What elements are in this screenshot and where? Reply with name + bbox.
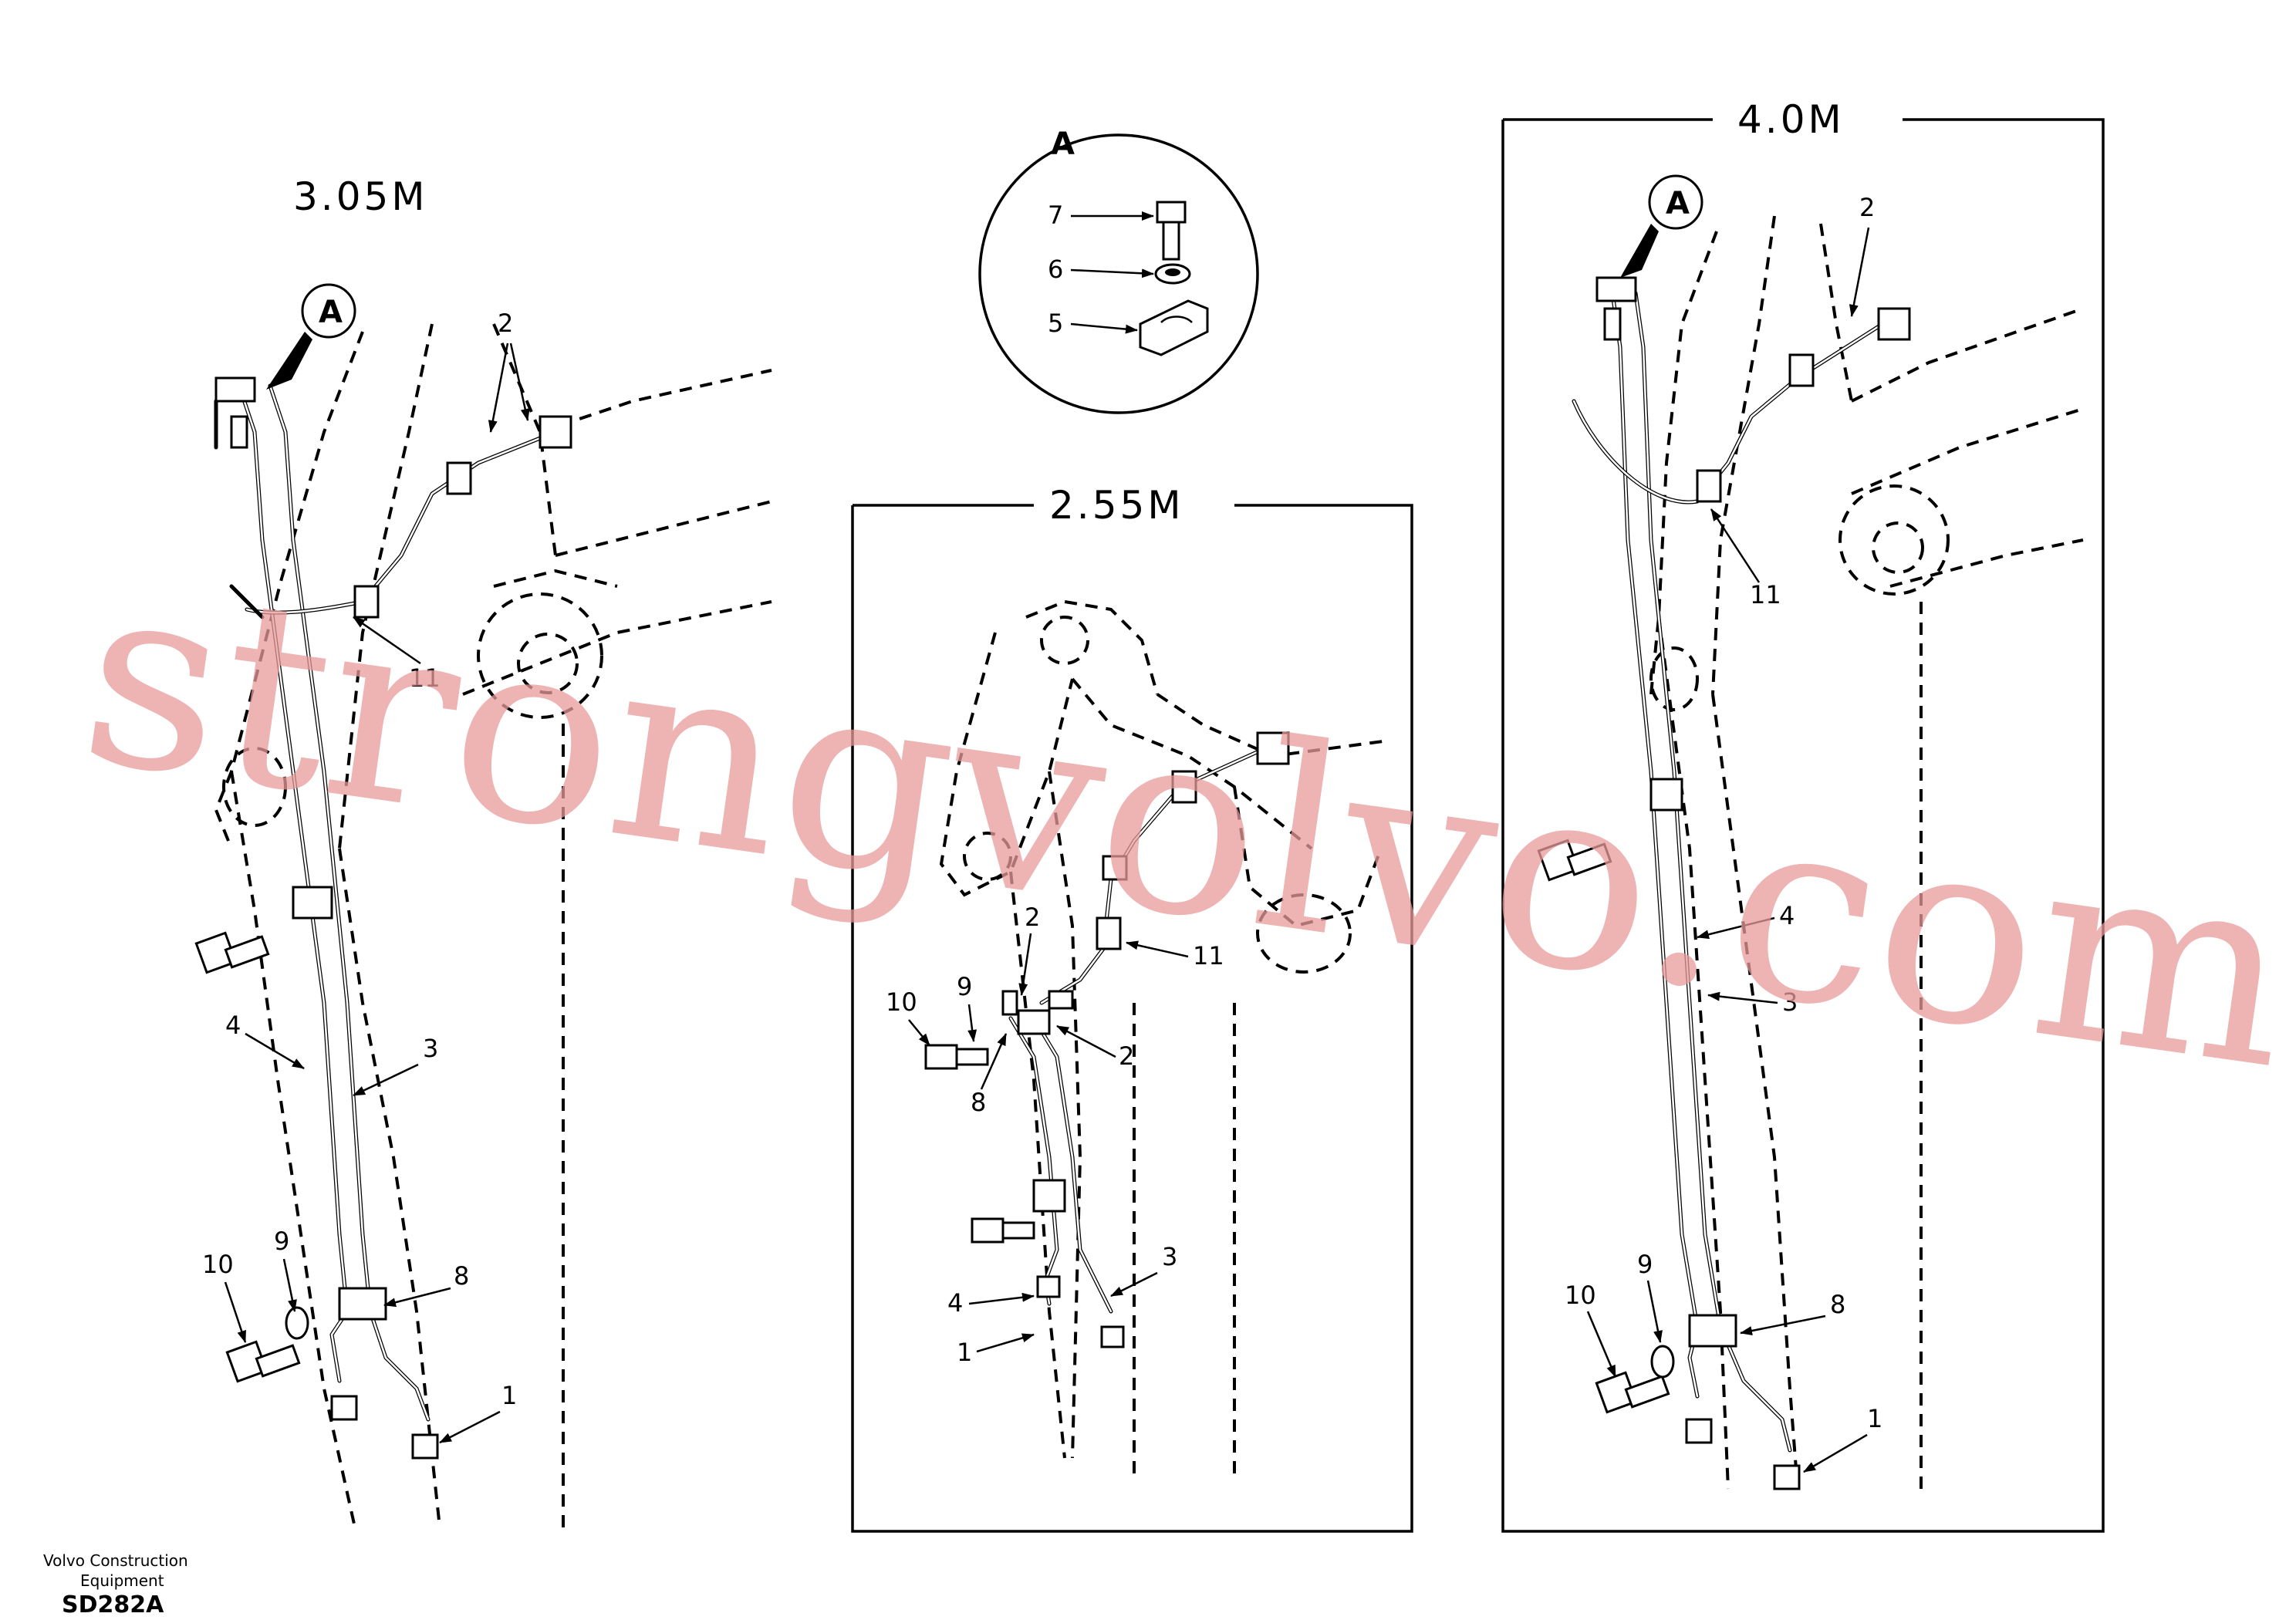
footer-drawing-code: SD282A (62, 1591, 164, 1618)
view-2-55m: 2.55M (851, 483, 1413, 1533)
callout-right-2: 2 (1859, 193, 1875, 222)
detail-callout-6: 6 (1048, 255, 1063, 284)
callout-middle-10: 10 (886, 987, 917, 1017)
callout-right-8: 8 (1830, 1290, 1845, 1319)
callout-middle-11: 11 (1193, 941, 1224, 970)
callout-middle-2-bottom: 2 (1119, 1041, 1134, 1071)
marker-a-right-label: A (1666, 186, 1690, 221)
pipe-assembly-middle (924, 731, 1290, 1348)
callout-left-9: 9 (274, 1227, 289, 1256)
callout-right-10: 10 (1565, 1281, 1596, 1310)
view-4-0m: 4.0M (1501, 97, 2105, 1533)
boom-outline-left (214, 323, 772, 1528)
callout-middle-8: 8 (971, 1088, 986, 1117)
boom-outline-middle (939, 599, 1389, 1481)
footer-company-line1: Volvo Construction (43, 1551, 188, 1570)
callout-middle-9: 9 (957, 972, 972, 1001)
callout-right-11: 11 (1750, 580, 1781, 609)
marker-a-right: A (1620, 174, 1703, 278)
callout-left-10: 10 (202, 1250, 234, 1279)
callout-middle-2-top: 2 (1025, 903, 1040, 932)
detail-a: A 7 6 5 (978, 127, 1259, 414)
view-title-3-05m: 3.05M (293, 174, 427, 219)
marker-a-left-label: A (319, 295, 343, 330)
callout-left-2: 2 (498, 309, 513, 338)
callout-middle-1: 1 (957, 1338, 972, 1367)
callout-left-11: 11 (409, 663, 441, 693)
view-3-05m: 3.05M (194, 174, 772, 1528)
callout-right-9: 9 (1637, 1250, 1653, 1279)
footer-company-line2: Equipment (80, 1571, 164, 1590)
callout-right-1: 1 (1867, 1404, 1882, 1433)
callout-middle-4: 4 (947, 1288, 963, 1318)
pipe-assembly-right (1537, 276, 1911, 1490)
callout-middle-3: 3 (1162, 1242, 1177, 1271)
detail-callout-7: 7 (1048, 201, 1063, 230)
view-title-2-55m: 2.55M (1049, 483, 1183, 528)
callout-right-4: 4 (1779, 901, 1795, 930)
watermark: strongvolvo.com (67, 523, 2296, 1126)
detail-callout-5: 5 (1048, 309, 1063, 338)
callout-left-1: 1 (501, 1381, 517, 1410)
view-title-4-0m: 4.0M (1737, 97, 1845, 142)
callout-left-3: 3 (423, 1034, 438, 1063)
callout-left-8: 8 (454, 1261, 469, 1291)
detail-a-label: A (1051, 127, 1075, 162)
pipe-assembly-left (194, 376, 572, 1460)
callout-left-4: 4 (225, 1011, 241, 1040)
marker-a-left: A (266, 283, 356, 390)
callout-right-3: 3 (1782, 987, 1798, 1017)
boom-outline-right (1649, 215, 2084, 1490)
